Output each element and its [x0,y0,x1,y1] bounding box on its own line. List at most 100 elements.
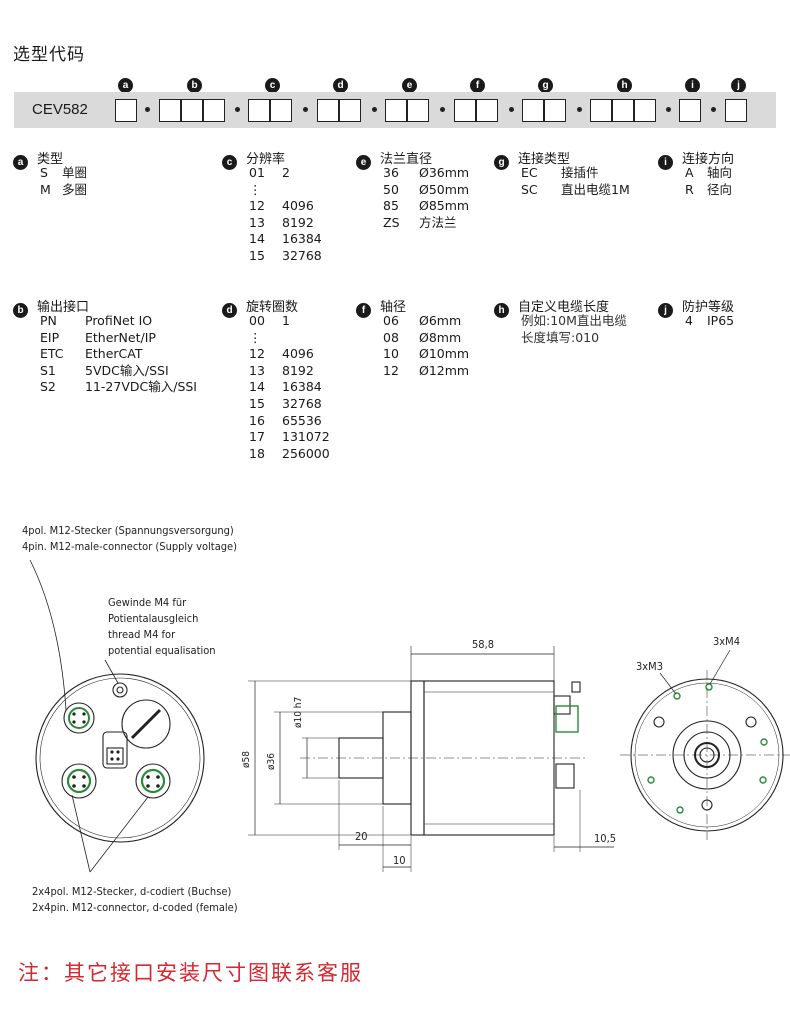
option-value: 轴向 [707,165,733,180]
option-value: 5VDC输入/SSI [85,362,169,378]
separator-dot [235,107,240,112]
ground-label-2: Potientalausgleich [108,612,198,625]
dim-length: 58,8 [472,638,494,651]
supply-connector-label-en: 4pin. M12-male-connector (Supply voltage… [22,540,237,553]
option-row: ZS 方法兰 [383,215,469,232]
marker-a: a [118,78,133,93]
option-value: 8192 [282,362,314,378]
ordering-code-bar: CEV582 [14,92,776,128]
option-value: IP65 [707,313,735,328]
group-e-title: e 法兰直径 [356,148,432,170]
option-row: ⋮ [249,182,322,199]
option-value: Ø8mm [419,329,462,345]
option-code: ETC [40,346,64,362]
model-name: CEV582 [32,101,88,118]
code-box-e1 [385,99,407,122]
option-value: 32768 [282,395,322,411]
group-c-title: c 分辨率 [222,148,285,170]
option-row: S1 5VDC输入/SSI [40,363,197,380]
option-value: 16384 [282,379,322,395]
code-box-d1 [317,99,339,122]
marker-h: h [617,78,632,93]
option-code: 15 [249,395,265,411]
option-code: S2 [40,379,56,395]
option-value: 256000 [282,445,330,461]
dim-10: 10 [393,854,406,867]
code-box-c2 [270,99,292,122]
marker-e: e [402,78,417,93]
code-box-h3 [634,99,656,122]
group-j-title-text: 防护等级 [682,300,735,315]
code-box-i [679,99,701,122]
dim-10-5: 10,5 [594,832,616,845]
group-a-marker: a [13,155,28,170]
option-value: EtherNet/IP [85,329,156,345]
page-title: 选型代码 [13,45,85,65]
group-c-title-text: 分辨率 [246,152,286,167]
option-value: 单圈 [62,165,88,180]
option-code: S1 [40,362,56,378]
option-code: 85 [383,198,399,214]
side-view [248,646,614,872]
option-code: 16 [249,412,265,428]
dim-shaft-diameter: ø10 h7 [293,697,304,728]
separator-dot [711,107,716,112]
group-i-title-text: 连接方向 [682,152,735,167]
group-a-title: a 类型 [13,148,63,170]
option-code: PN [40,313,57,328]
cover-bolt-outline [121,699,171,749]
option-row: 4 IP65 [685,313,734,330]
option-value: Ø85mm [419,198,470,214]
marker-j: j [731,78,746,93]
group-h-title-text: 自定义电缆长度 [518,300,610,315]
option-value: 方法兰 [419,214,457,230]
code-box-g2 [544,99,566,122]
option-value: 接插件 [561,165,599,180]
code-box-h2 [612,99,634,122]
group-e-title-text: 法兰直径 [380,152,433,167]
group-e-marker: e [356,155,371,170]
code-box-f1 [454,99,476,122]
group-a-title-text: 类型 [37,152,64,167]
front-view [620,649,790,840]
code-box-j [725,99,747,122]
group-j-options: 4 IP65 [685,313,734,330]
option-code: ZS [383,214,400,230]
option-value: 16384 [282,231,322,247]
footer-note: 注：其它接口安装尺寸图联系客服 [18,961,363,985]
option-code: A [685,165,694,180]
group-c-marker: c [222,155,237,170]
code-box-f2 [476,99,498,122]
option-code: ⋮ [249,329,262,345]
group-f-marker: f [356,303,371,318]
option-code: 36 [383,165,399,180]
ground-label-3: thread M4 for [108,628,176,641]
option-value: 径向 [707,181,733,197]
code-box-e2 [407,99,429,122]
option-code: 12 [383,362,399,378]
option-code: ⋮ [249,181,262,197]
group-j-marker: j [658,303,673,318]
ground-label-4: potential equalisation [108,644,216,657]
separator-dot [577,107,582,112]
code-box-h1 [590,99,612,122]
option-value: Ø36mm [419,165,470,180]
ground-label-1: Gewinde M4 für [108,596,187,609]
option-code: 4 [685,313,693,328]
